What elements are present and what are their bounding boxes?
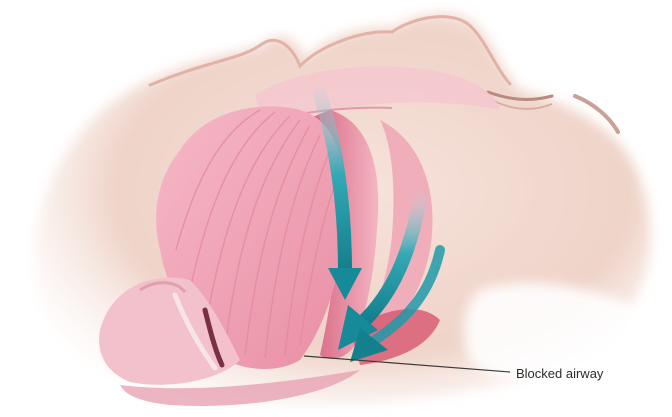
blocked-airway-label: Blocked airway: [516, 366, 603, 381]
